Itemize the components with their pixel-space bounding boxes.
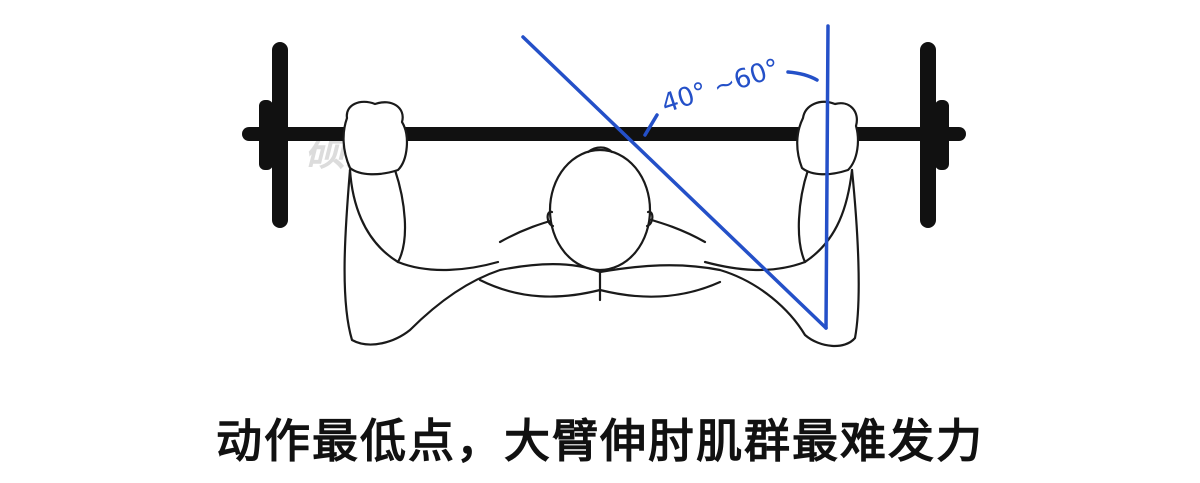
vertical-guide-line (824, 24, 830, 330)
angle-guides (521, 24, 830, 330)
left-ear (546, 210, 555, 228)
barbell (242, 42, 966, 228)
right-arm-outline (703, 168, 854, 272)
head (548, 148, 652, 272)
right-ear (645, 210, 654, 228)
left-arm-outline (348, 168, 500, 272)
angle-tick-left (643, 113, 659, 137)
left-forearm-outline (393, 168, 407, 264)
right-forearm-outline (797, 168, 810, 264)
caption: 动作最低点，大臂伸肘肌群最难发力 (216, 414, 984, 468)
upper-arm-guide-line (521, 35, 828, 330)
bench-press-diagram: 硕派 40° ~60° (242, 24, 966, 347)
angle-range-label: 40° ~60° (658, 53, 784, 119)
barbell-shaft (242, 127, 966, 141)
hair-line (586, 146, 614, 154)
angle-arc-right (786, 70, 819, 82)
left-hand (342, 100, 408, 176)
